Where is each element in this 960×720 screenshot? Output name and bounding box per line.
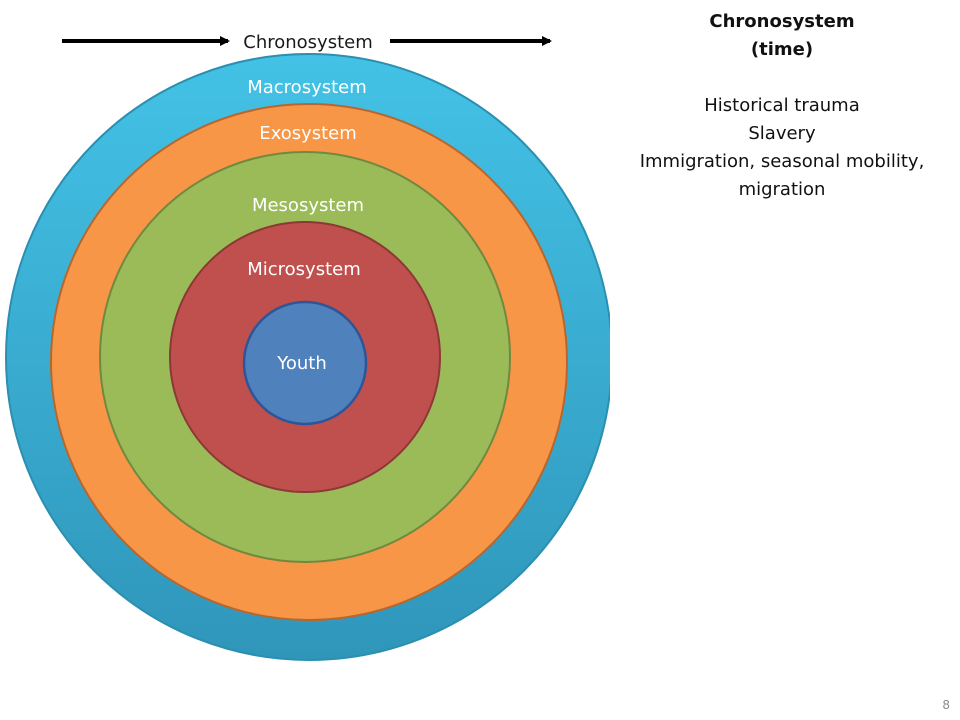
spacer bbox=[612, 64, 952, 92]
chronosystem-description: Chronosystem (time) Historical trauma Sl… bbox=[612, 8, 952, 204]
youth-label: Youth bbox=[276, 353, 327, 374]
side-title-line1: Chronosystem bbox=[709, 11, 855, 32]
page-number: 8 bbox=[942, 698, 950, 712]
ecological-systems-diagram: Chronosystem Macrosystem Exosystem Mesos… bbox=[5, 32, 610, 661]
microsystem-label: Microsystem bbox=[247, 259, 361, 280]
exosystem-label: Exosystem bbox=[259, 123, 357, 144]
mesosystem-label: Mesosystem bbox=[252, 195, 364, 216]
side-item: Slavery bbox=[748, 123, 816, 144]
side-item: migration bbox=[738, 179, 826, 200]
chronosystem-arrow-label: Chronosystem bbox=[243, 32, 373, 53]
macrosystem-label: Macrosystem bbox=[247, 77, 367, 98]
youth-circle bbox=[242, 300, 368, 426]
side-title-line2: (time) bbox=[750, 39, 814, 60]
side-item: Immigration, seasonal mobility, bbox=[639, 151, 925, 172]
side-item: Historical trauma bbox=[704, 95, 860, 116]
